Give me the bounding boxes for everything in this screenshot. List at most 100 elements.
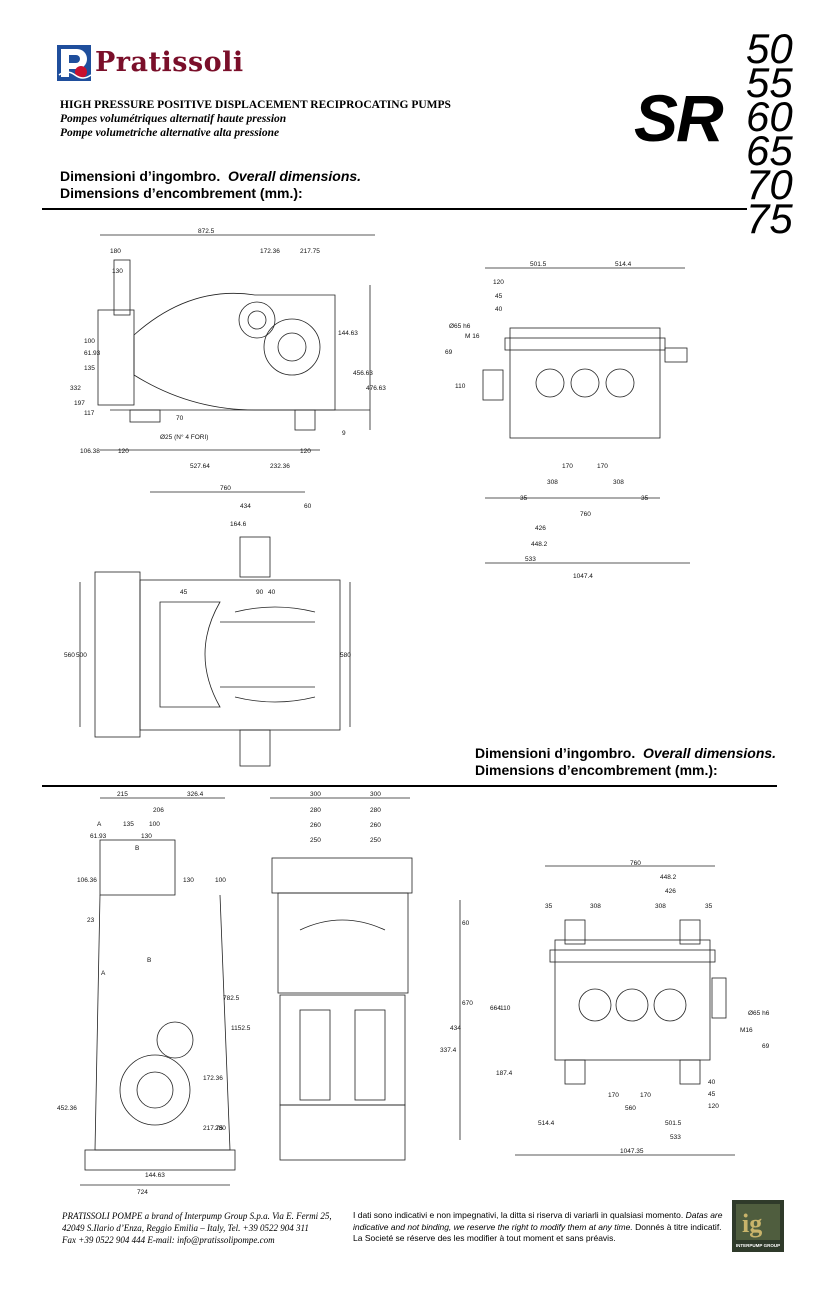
- dim-label: 170: [608, 1092, 619, 1099]
- dim-label: 724: [137, 1189, 148, 1196]
- section-divider: [42, 785, 777, 787]
- dim-label: 426: [535, 525, 546, 532]
- dim-label: 187.4: [496, 1070, 513, 1077]
- dim-label: M16: [740, 1027, 753, 1034]
- heading-fr: Dimensions d’encombrement (mm.):: [60, 185, 303, 201]
- dim-label: 1152.5: [231, 1025, 251, 1032]
- series-prefix: SR: [634, 81, 724, 155]
- dim-label: 144.63: [338, 330, 358, 337]
- dim-label: 120: [493, 279, 504, 286]
- dim-label: 120: [300, 448, 311, 455]
- dim-label: 100: [149, 821, 160, 828]
- dim-label: 300: [370, 791, 381, 798]
- series-models: 50 55 60 65 70 75: [746, 25, 793, 240]
- dim-label: 300: [310, 791, 321, 798]
- footer-company: PRATISSOLI POMPE a brand of Interpump Gr…: [62, 1211, 332, 1221]
- dim-label: 232.36: [270, 463, 290, 470]
- footer-address: 42049 S.Ilario d’Enza, Reggio Emilia – I…: [62, 1223, 309, 1233]
- interpump-group-label: INTERPUMP GROUP: [735, 1243, 781, 1248]
- dim-label: 206: [153, 807, 164, 814]
- dim-label: M 16: [465, 333, 480, 340]
- dim-label: 35: [641, 495, 649, 502]
- dim-label: 40: [708, 1079, 716, 1086]
- dim-label: 120: [708, 1103, 719, 1110]
- heading-en: Overall dimensions.: [228, 168, 362, 184]
- brand-name: Pratissoli: [95, 47, 244, 78]
- dim-label: 35: [705, 903, 713, 910]
- dim-label: 782.5: [223, 995, 240, 1002]
- drawing-front-view: 501.5 514.4 120 45 40 Ø65 h6 M 16 69 110…: [445, 258, 705, 583]
- drawing-side-view: 872.5 180 130 172.36 217.75 144.63 456.6…: [70, 225, 390, 470]
- dim-label: 260: [310, 822, 321, 829]
- dim-label: 69: [445, 349, 453, 356]
- dim-label: 452.36: [57, 1105, 77, 1112]
- dim-label: 872.5: [198, 228, 215, 235]
- model-number: 55: [746, 59, 793, 106]
- dim-label: Ø25 (N° 4 FORI): [160, 433, 208, 441]
- dim-label: 280: [370, 807, 381, 814]
- dim-label: 170: [597, 463, 608, 470]
- dim-label: 250: [370, 837, 381, 844]
- dim-label: 144.63: [145, 1172, 165, 1179]
- dim-label: 580: [340, 652, 351, 659]
- disclaimer-fr: Donnés à titre indicatif. La Societé se …: [353, 1221, 722, 1244]
- dim-label: 533: [670, 1134, 681, 1141]
- dim-label: 130: [141, 833, 152, 840]
- dim-label: 760: [630, 860, 641, 867]
- dim-label: 760: [220, 485, 231, 492]
- dim-label: B: [147, 957, 151, 964]
- dim-label: 61.93: [90, 833, 107, 840]
- dim-label: 514.4: [615, 261, 632, 268]
- dim-label: 1047.4: [573, 573, 593, 580]
- dim-label: A: [101, 970, 106, 977]
- heading-en: Overall dimensions.: [643, 745, 777, 761]
- dim-label: 215: [117, 791, 128, 798]
- dim-label: 9: [342, 430, 346, 437]
- dim-label: 110: [455, 383, 466, 390]
- dim-label: 280: [310, 807, 321, 814]
- dim-label: 670: [462, 1000, 473, 1007]
- dim-label: 476.63: [366, 385, 386, 392]
- model-number: 60: [746, 93, 793, 140]
- dim-label: 164.6: [230, 521, 247, 528]
- dim-label: 100: [84, 338, 95, 345]
- dim-label: 560: [64, 652, 75, 659]
- dim-label: 45: [708, 1091, 716, 1098]
- dim-label: 337.4: [440, 1047, 457, 1054]
- disclaimer-it: I dati sono indicativi e non impegnativi…: [353, 1210, 684, 1220]
- dim-label: 434: [450, 1025, 461, 1032]
- dim-label: 533: [525, 556, 536, 563]
- model-number: 50: [746, 25, 793, 72]
- dim-label: B: [135, 845, 139, 852]
- dim-label: 100: [215, 877, 226, 884]
- model-number: 70: [746, 161, 793, 208]
- drawing-vertical-side-view: 215 326.4 206 135 100 61.93 130 106.36 1…: [55, 790, 255, 1200]
- dim-label: 217.75: [203, 1125, 223, 1132]
- dim-label: 106.38: [80, 448, 100, 455]
- dim-label: 456.63: [353, 370, 373, 377]
- dim-label: 170: [562, 463, 573, 470]
- dim-label: 130: [112, 268, 123, 275]
- dim-label: 130: [183, 877, 194, 884]
- dim-label: A: [97, 821, 102, 828]
- dim-label: 500: [76, 652, 87, 659]
- brand-logo: Pratissoli: [57, 45, 257, 85]
- dim-label: 448.2: [531, 541, 548, 548]
- heading-it: Dimensioni d’ingombro.: [475, 745, 636, 761]
- product-description: HIGH PRESSURE POSITIVE DISPLACEMENT RECI…: [60, 98, 451, 140]
- dim-label: 61.93: [84, 350, 101, 357]
- dim-label: 35: [520, 495, 528, 502]
- dim-label: 70: [176, 415, 184, 422]
- dim-label: 560: [625, 1105, 636, 1112]
- dim-label: 172.36: [260, 248, 280, 255]
- dim-label: 120: [118, 448, 129, 455]
- dim-label: 35: [545, 903, 553, 910]
- dim-label: 308: [613, 479, 624, 486]
- dim-label: 110: [500, 1005, 511, 1012]
- dim-label: 172.36: [203, 1075, 223, 1082]
- drawing-vertical-front-view: 300 300 280 280 260 260 250 250 60 670 4…: [260, 790, 475, 1170]
- dim-label: 135: [123, 821, 134, 828]
- section-divider: [42, 208, 747, 210]
- dim-label: Ø65 h6: [748, 1010, 770, 1017]
- dim-label: 170: [640, 1092, 651, 1099]
